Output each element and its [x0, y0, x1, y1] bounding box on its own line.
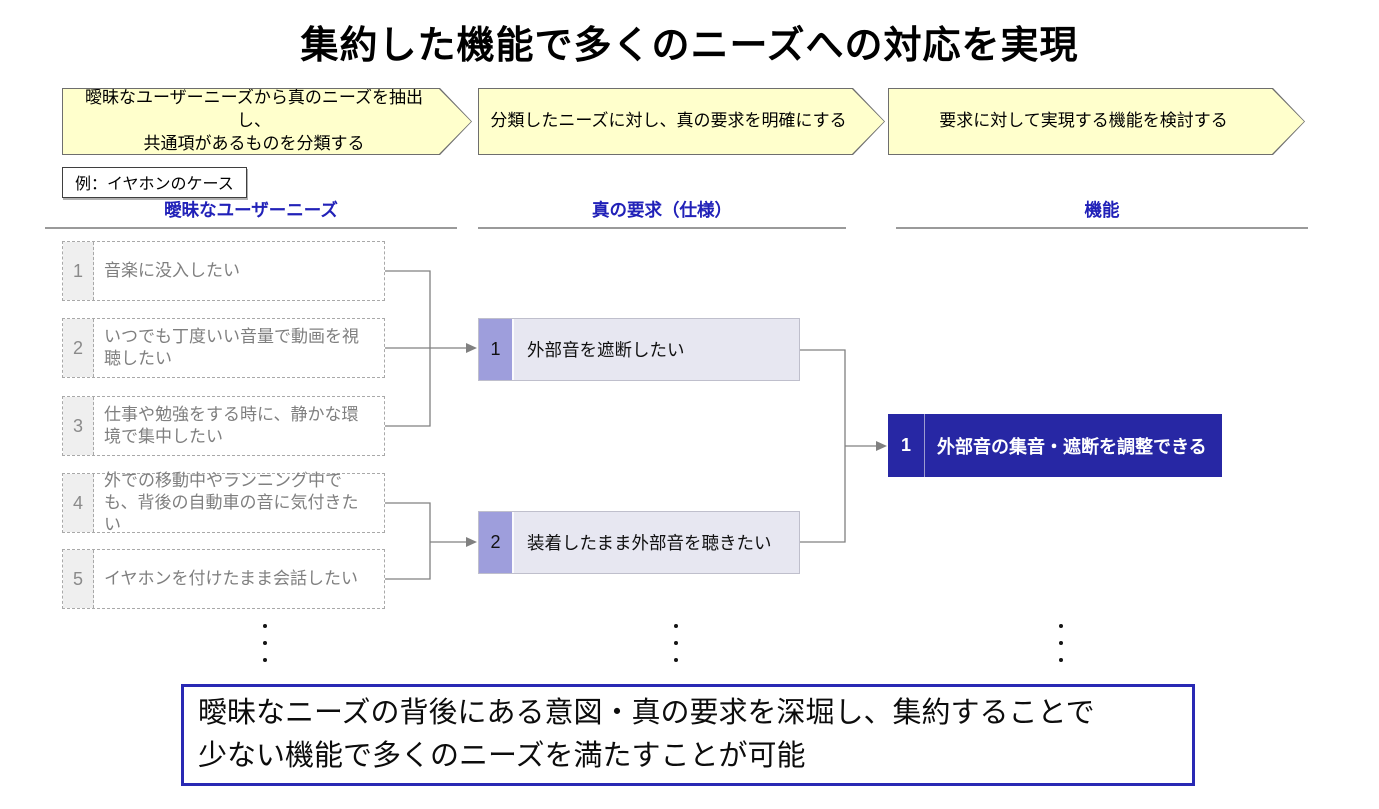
process-step-3-label: 要求に対して実現する機能を検討する [939, 111, 1228, 131]
example-label: 例：イヤホンのケース [62, 167, 247, 198]
process-step-3: 要求に対して実現する機能を検討する [888, 88, 1305, 155]
vertical-ellipsis-icon [674, 624, 678, 662]
connector-requirements-to-function [800, 349, 876, 543]
item-text: 外部音を遮断したい [527, 340, 685, 360]
item-number: 1 [479, 319, 514, 380]
item-text: 音楽に没入したい [104, 260, 240, 280]
item-text: イヤホンを付けたまま会話したい [104, 568, 358, 588]
column-header-fuzzy-needs: 曖昧なユーザーニーズ [45, 197, 457, 229]
connector-needs-to-requirement-2 [385, 502, 466, 580]
item-text: 外での移動中やランニング中でも、背後の自動車の音に気付きたい [104, 470, 359, 535]
process-step-2-label: 分類したニーズに対し、真の要求を明確にする [490, 111, 847, 131]
fuzzy-need-item-2: 2 いつでも丁度いい音量で動画を視聴したい [62, 318, 385, 378]
column-header-true-requirements: 真の要求（仕様） [478, 197, 846, 229]
arrowhead-icon [876, 441, 887, 451]
item-number: 2 [63, 319, 94, 377]
arrowhead-icon [466, 343, 477, 353]
process-step-2: 分類したニーズに対し、真の要求を明確にする [478, 88, 885, 155]
chevron-fill: 曖昧なユーザーニーズから真のニーズを抽出し、 共通項があるものを分類する [63, 89, 471, 154]
item-text: 仕事や勉強をする時に、静かな環境で集中したい [104, 404, 359, 446]
true-requirement-item-2: 2 装着したまま外部音を聴きたい [478, 511, 800, 574]
fuzzy-need-item-1: 1 音楽に没入したい [62, 241, 385, 301]
true-requirement-item-1: 1 外部音を遮断したい [478, 318, 800, 381]
item-number: 4 [63, 474, 94, 532]
item-number: 3 [63, 397, 94, 455]
chevron-fill: 要求に対して実現する機能を検討する [889, 89, 1304, 154]
fuzzy-need-item-3: 3 仕事や勉強をする時に、静かな環境で集中したい [62, 396, 385, 456]
item-text: 装着したまま外部音を聴きたい [527, 533, 772, 553]
vertical-ellipsis-icon [1059, 624, 1063, 662]
process-step-1-label: 曖昧なユーザーニーズから真のニーズを抽出し、 共通項があるものを分類する [85, 88, 423, 153]
item-text: いつでも丁度いい音量で動画を視聴したい [104, 326, 359, 368]
fuzzy-need-item-5: 5 イヤホンを付けたまま会話したい [62, 549, 385, 609]
connector-needs-to-requirement-1 [385, 270, 466, 427]
item-number: 2 [479, 512, 514, 573]
vertical-ellipsis-icon [263, 624, 267, 662]
footer-note: 曖昧なニーズの背後にある意図・真の要求を深堀し、集約することで 少ない機能で多く… [181, 684, 1195, 786]
function-item-1: 1 外部音の集音・遮断を調整できる [888, 414, 1222, 477]
process-step-1: 曖昧なユーザーニーズから真のニーズを抽出し、 共通項があるものを分類する [62, 88, 472, 155]
arrowhead-icon [466, 537, 477, 547]
column-header-functions: 機能 [896, 197, 1308, 229]
item-number: 1 [63, 242, 94, 300]
item-number: 5 [63, 550, 94, 608]
example-label-text: 例：イヤホンのケース [75, 176, 234, 193]
fuzzy-need-item-4: 4 外での移動中やランニング中でも、背後の自動車の音に気付きたい [62, 470, 385, 535]
page-title: 集約した機能で多くのニーズへの対応を実現 [300, 25, 1079, 67]
footer-note-text: 曖昧なニーズの背後にある意図・真の要求を深堀し、集約することで 少ない機能で多く… [198, 696, 1095, 773]
item-text: 外部音の集音・遮断を調整できる [937, 436, 1207, 457]
item-number: 1 [888, 414, 925, 477]
chevron-fill: 分類したニーズに対し、真の要求を明確にする [479, 89, 884, 154]
